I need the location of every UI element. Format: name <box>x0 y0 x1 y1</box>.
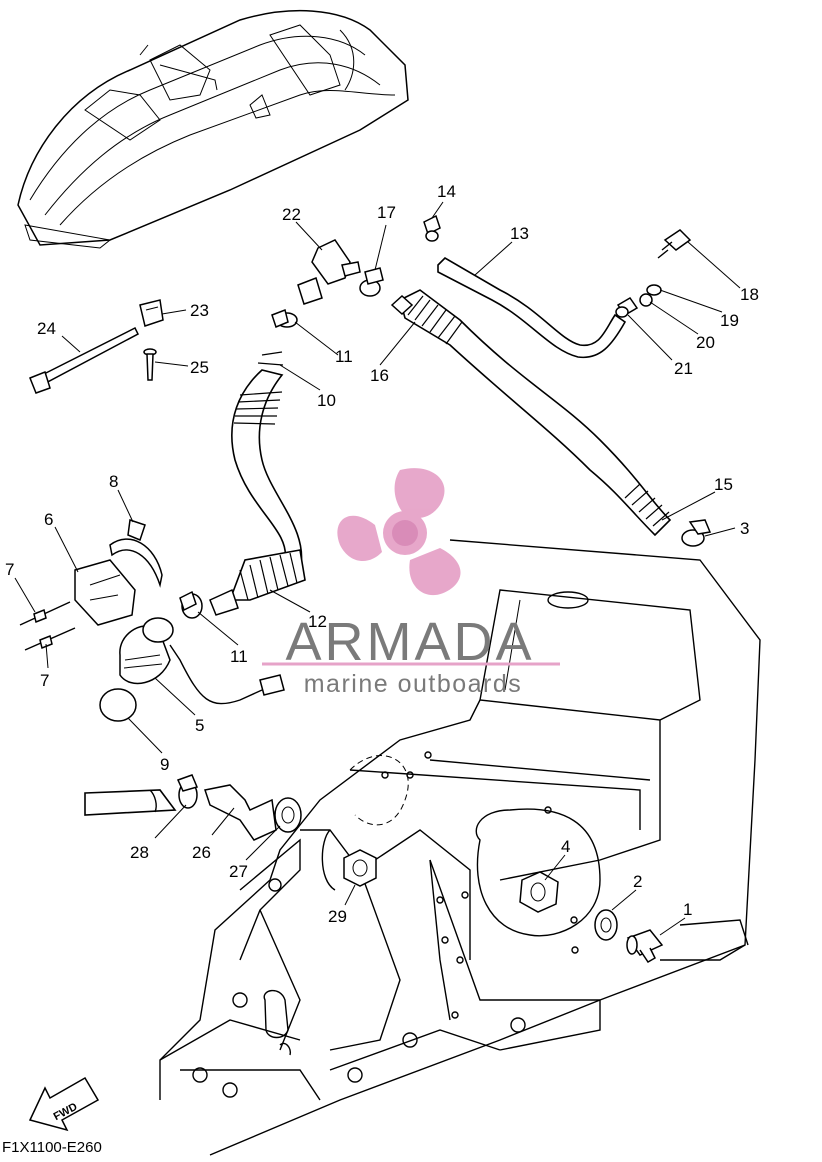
part-20-washer <box>639 293 653 307</box>
hose-16-ribs <box>407 295 463 345</box>
part-29-nut <box>343 849 377 887</box>
callout-16: 16 <box>370 366 389 385</box>
callout-14: 14 <box>437 182 456 201</box>
callout-29: 29 <box>328 907 347 926</box>
part-1-fitting <box>626 929 664 963</box>
hose-15-ribs <box>624 483 670 527</box>
fwd-arrow: FWD <box>28 1076 100 1132</box>
part-3-clamp <box>681 519 712 547</box>
part-25-rivet <box>143 348 157 381</box>
callout-12: 12 <box>308 612 327 631</box>
watercraft-thumbnail <box>17 9 409 249</box>
callout-18: 18 <box>740 285 759 304</box>
hose-13 <box>437 256 627 359</box>
hose-10-ribs <box>233 351 284 425</box>
callout-21: 21 <box>674 359 693 378</box>
hull-compartment <box>159 539 761 1156</box>
propeller-logo <box>337 468 461 596</box>
callout-15: 15 <box>714 475 733 494</box>
leader-lines <box>14 201 741 936</box>
part-9-cap <box>99 688 137 722</box>
callout-7b: 7 <box>40 671 49 690</box>
watermark-tagline: marine outboards <box>304 670 523 698</box>
diagram-code: F1X1100-E260 <box>2 1139 102 1156</box>
callout-26: 26 <box>192 843 211 862</box>
watermark-brand: ARMADA <box>285 612 534 672</box>
part-26-fitting <box>204 784 277 841</box>
part-21-clamp <box>615 297 639 318</box>
callout-11a: 11 <box>335 347 353 366</box>
callout-25: 25 <box>190 358 209 377</box>
part-2-washer <box>594 909 618 941</box>
part-6-bracket <box>74 559 136 626</box>
hose-10-12 <box>209 351 306 616</box>
part-8-band <box>109 519 163 588</box>
part-18-fitting <box>657 229 692 259</box>
part-17-clamp <box>359 267 384 297</box>
callout-6: 6 <box>44 510 53 529</box>
part-23-clip <box>139 299 164 327</box>
callout-17: 17 <box>377 203 396 222</box>
part-22-tee <box>297 239 361 305</box>
callout-labels: 1 2 3 4 5 6 7 7 8 9 10 11 11 12 13 14 15… <box>5 182 759 926</box>
part-27-washer <box>274 797 302 833</box>
callout-5: 5 <box>195 716 204 735</box>
callout-7a: 7 <box>5 560 14 579</box>
part-2-washer-hole <box>600 917 612 933</box>
callout-20: 20 <box>696 333 715 352</box>
part-11-clamp-upper <box>271 308 298 329</box>
callout-19: 19 <box>720 311 739 330</box>
callout-22: 22 <box>282 205 301 224</box>
hose-15-16 <box>390 289 672 537</box>
callout-27: 27 <box>229 862 248 881</box>
part-5-bilge-pump <box>119 617 285 705</box>
callout-1: 1 <box>683 900 692 919</box>
bolt-bosses <box>192 751 579 1098</box>
part-27-washer-hole <box>281 806 295 824</box>
callout-13: 13 <box>510 224 529 243</box>
callout-3: 3 <box>740 519 749 538</box>
callout-8: 8 <box>109 472 118 491</box>
callout-10: 10 <box>317 391 336 410</box>
part-7-screws <box>19 601 76 651</box>
callout-28: 28 <box>130 843 149 862</box>
callout-9: 9 <box>160 755 169 774</box>
part-4-nut <box>519 871 559 913</box>
callout-24: 24 <box>37 319 56 338</box>
callout-23: 23 <box>190 301 209 320</box>
callout-4: 4 <box>561 837 570 856</box>
armada-watermark: ARMADA marine outboards <box>262 468 560 698</box>
part-19-washer <box>646 284 662 296</box>
part-14-clamp <box>423 214 441 242</box>
hose-12-ribs <box>239 552 298 601</box>
callout-11b: 11 <box>230 647 248 666</box>
part-11-clamp-lower <box>179 590 203 619</box>
part-24-cable-tie <box>29 326 139 394</box>
callout-2: 2 <box>633 872 642 891</box>
part-28-clamp <box>176 774 199 809</box>
hose-28 <box>84 789 177 816</box>
